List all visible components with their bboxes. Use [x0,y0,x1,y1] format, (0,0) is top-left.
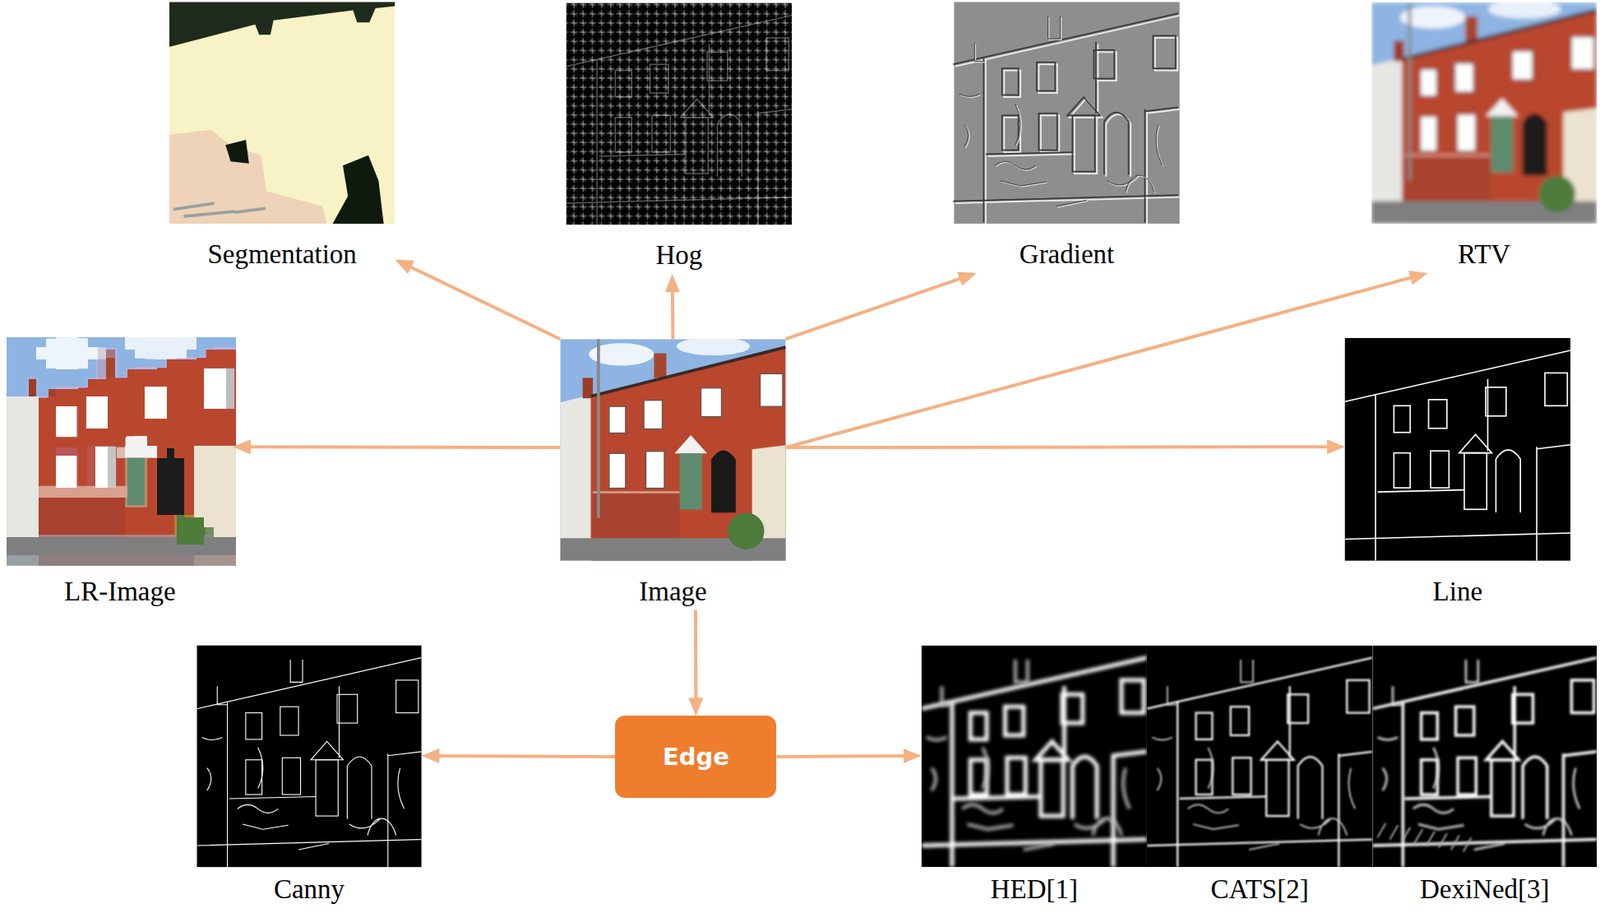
segmentation-map [169,1,395,223]
image-area [559,338,786,560]
image-area [1345,337,1571,561]
image-caption: RTV [1457,238,1511,273]
image-caption: DexiNed[3] [1419,873,1550,908]
arrow-connector [670,285,676,339]
hog-map [566,3,792,225]
image-panel: Canny [197,645,422,908]
image-panel: Gradient [953,1,1180,273]
line-map [1345,337,1571,561]
arrow-connector [786,276,967,339]
image-area [1371,1,1597,223]
image-panel: RTV [1371,1,1597,273]
rtv-image [1371,1,1597,223]
gradient-map [952,1,1181,225]
canny-edge-map [197,645,422,867]
image-caption: HED[1] [990,873,1078,908]
image-caption: Image [638,575,707,611]
arrow-connector [776,755,910,757]
image-caption: Line [1433,575,1483,611]
process-box: Edge [615,715,777,797]
arrow-connector [244,444,560,449]
image-area [169,1,395,223]
arrow-connector [786,276,1417,448]
image-panel: HED[1] [921,645,1147,908]
image-area [566,3,792,225]
image-area [921,645,1147,867]
dexined-edge-map [1372,645,1597,867]
arrow-connector [786,444,1334,449]
image-caption: Gradient [1019,238,1115,273]
image-caption: Hog [655,239,703,274]
image-panel: Image [559,338,786,610]
image-panel: LR-Image [7,337,233,611]
image-panel: Hog [566,3,792,274]
image-caption: CATS[2] [1210,873,1309,908]
arrow-connector [433,755,616,757]
image-panel: Line [1345,337,1571,611]
arrow-connector [693,610,698,705]
image-panel: DexiNed[3] [1372,645,1597,908]
low-resolution-image [7,335,233,560]
image-caption: LR-Image [64,575,176,611]
arrow-connector [405,263,560,339]
image-area [197,645,422,867]
image-caption: Canny [273,873,345,908]
image-area [1146,645,1373,867]
image-area [1372,645,1597,867]
image-panel: Segmentation [169,1,395,273]
image-panel: CATS[2] [1146,645,1373,908]
input-photo [559,337,786,561]
image-area [7,337,233,561]
hed-edge-map [921,645,1147,867]
image-caption: Segmentation [207,238,357,273]
cats-edge-map [1146,645,1373,867]
image-area [953,1,1180,223]
box-label: Edge [662,742,730,772]
